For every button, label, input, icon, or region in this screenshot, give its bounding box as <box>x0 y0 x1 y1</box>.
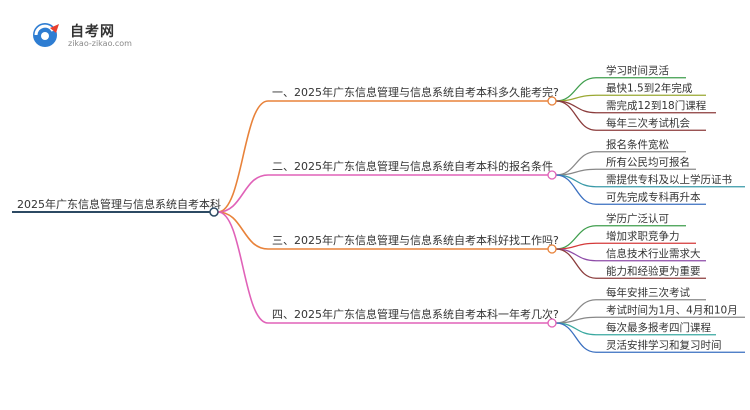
leaf-label-3-1: 学历广泛认可 <box>606 212 669 225</box>
leaf-label-3-3: 信息技术行业需求大 <box>606 247 701 260</box>
leaf-label-2-3: 需提供专科及以上学历证书 <box>606 173 732 186</box>
leaf-label-1-1: 学习时间灵活 <box>606 64 669 77</box>
leaf-label-1-4: 每年三次考试机会 <box>606 116 690 129</box>
branch-edge-4 <box>217 211 269 324</box>
leaf-edge-2-3 <box>555 174 597 188</box>
leaf-edge-2-4 <box>555 174 597 205</box>
leaf-label-4-1: 每年安排三次考试 <box>606 286 690 299</box>
branch-node-dot-4[interactable] <box>547 318 557 328</box>
branch-label-3: 三、2025年广东信息管理与信息系统自考本科好找工作吗? <box>272 233 559 247</box>
branch-edge-3 <box>217 211 269 250</box>
branch-node-dot-3[interactable] <box>547 244 557 254</box>
leaf-edge-3-4 <box>555 248 597 279</box>
leaf-label-4-4: 灵活安排学习和复习时间 <box>606 338 722 351</box>
leaf-label-1-2: 最快1.5到2年完成 <box>606 81 693 94</box>
leaf-label-2-1: 报名条件宽松 <box>606 138 669 151</box>
leaf-edge-3-2 <box>555 242 597 250</box>
branch-label-2: 二、2025年广东信息管理与信息系统自考本科的报名条件 <box>272 159 553 173</box>
branch-label-4: 四、2025年广东信息管理与信息系统自考本科一年考几次? <box>272 307 559 321</box>
logo-icon <box>33 23 59 47</box>
leaf-edge-4-4 <box>555 322 597 353</box>
leaf-edge-4-3 <box>555 322 597 336</box>
leaf-label-1-3: 需完成12到18门课程 <box>606 99 707 112</box>
root-label: 2025年广东信息管理与信息系统自考本科 <box>17 197 221 211</box>
leaf-edge-1-4 <box>555 100 597 131</box>
logo-title: 自考网 <box>70 24 115 40</box>
site-logo[interactable]: 自考网 zikao-zikao.com <box>30 20 140 52</box>
leaf-edge-4-2 <box>555 316 597 324</box>
leaf-label-4-3: 每次最多报考四门课程 <box>606 321 711 334</box>
leaf-edge-1-2 <box>555 94 597 102</box>
mindmap-nodes: 2025年广东信息管理与信息系统自考本科 一、2025年广东信息管理与信息系统自考… <box>12 64 745 353</box>
leaf-edge-1-3 <box>555 100 597 114</box>
branch-label-1: 一、2025年广东信息管理与信息系统自考本科多久能考完? <box>272 85 559 99</box>
leaf-edge-2-2 <box>555 168 597 176</box>
mindmap-edges <box>217 77 597 353</box>
logo-url: zikao-zikao.com <box>68 39 132 48</box>
leaf-label-3-2: 增加求职竞争力 <box>606 229 680 242</box>
branch-edge-1 <box>217 100 269 213</box>
leaf-label-4-2: 考试时间为1月、4月和10月 <box>606 303 738 316</box>
leaf-label-2-4: 可先完成专科再升本 <box>606 190 701 203</box>
branch-edge-2 <box>217 174 269 213</box>
branch-node-dot-1[interactable] <box>547 96 557 106</box>
leaf-label-2-2: 所有公民均可报名 <box>606 155 690 168</box>
leaf-edge-3-3 <box>555 248 597 262</box>
root-node-dot[interactable] <box>209 207 219 217</box>
branch-node-dot-2[interactable] <box>547 170 557 180</box>
leaf-label-3-4: 能力和经验更为重要 <box>606 264 701 277</box>
